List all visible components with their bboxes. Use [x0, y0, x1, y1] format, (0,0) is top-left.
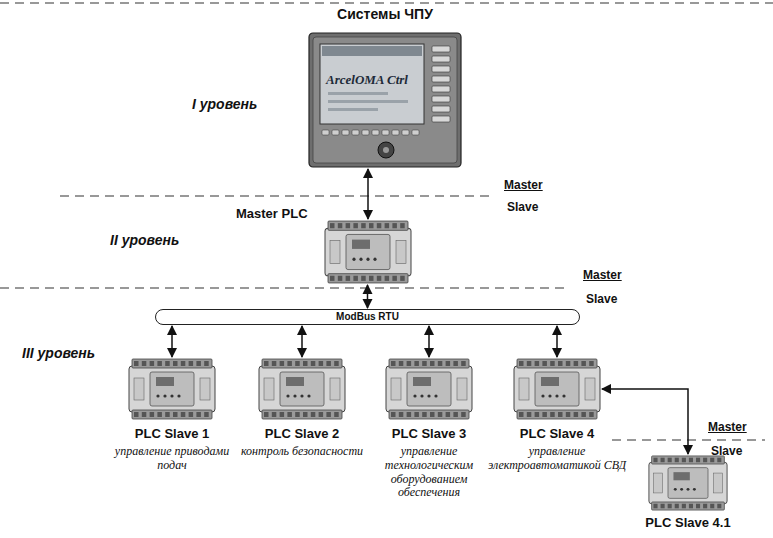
level-label: I уровень — [192, 96, 257, 112]
role-label: Slave — [711, 444, 742, 458]
node-title: PLC Slave 1 — [102, 426, 242, 441]
node-description: контроль безопасности — [232, 445, 372, 459]
node-description: управление приводами подач — [102, 445, 242, 473]
node-title: Системы ЧПУ — [290, 6, 480, 22]
monitor-illustration — [308, 32, 462, 168]
link-arrow — [428, 326, 430, 357]
node-title: PLC Slave 3 — [359, 426, 499, 441]
node-title: Master PLC — [236, 206, 308, 221]
link-arrow — [171, 326, 173, 357]
plc-node: PLC Slave 4.1 — [628, 455, 748, 533]
role-label: Slave — [507, 200, 538, 214]
node-title: PLC Slave 4 — [487, 426, 627, 441]
plc-illustration — [648, 455, 728, 511]
plc-illustration — [258, 358, 346, 420]
role-label: Master — [583, 268, 622, 282]
node-description: управление электроавтоматикой СВД — [487, 445, 627, 473]
role-label: Slave — [586, 292, 617, 306]
node-description: ArcelOMA Ctrl — [326, 72, 408, 88]
cnc-terminal: Системы ЧПУ ArcelOMA Ctrl — [290, 6, 480, 170]
plc-node: PLC Slave 3 управление технологическим об… — [359, 358, 499, 508]
plc-illustration — [385, 358, 473, 420]
link-arrow — [602, 389, 688, 454]
plc-illustration — [513, 358, 601, 420]
link-arrow — [301, 326, 303, 357]
role-label: Master — [708, 420, 747, 434]
link-arrow — [367, 169, 369, 219]
plc-illustration — [324, 220, 412, 284]
plc-illustration — [128, 358, 216, 420]
bus-band: ModBus RTU — [155, 309, 580, 325]
plc-node: PLC Slave 2 контроль безопасности — [232, 358, 372, 508]
node-title: PLC Slave 4.1 — [628, 515, 748, 530]
plc-node: Master PLC — [236, 202, 416, 288]
level-label: III уровень — [22, 345, 95, 361]
link-arrow — [367, 285, 369, 308]
node-title: PLC Slave 2 — [232, 426, 372, 441]
node-title: ModBus RTU — [156, 310, 579, 323]
plc-node: PLC Slave 4 управление электроавтоматикой… — [487, 358, 627, 508]
link-arrow — [556, 326, 558, 357]
role-label: Master — [504, 178, 543, 192]
level-label: II уровень — [110, 232, 179, 248]
node-description: управление технологическим оборудованием… — [359, 445, 499, 500]
plc-node: PLC Slave 1 управление приводами подач — [102, 358, 242, 508]
